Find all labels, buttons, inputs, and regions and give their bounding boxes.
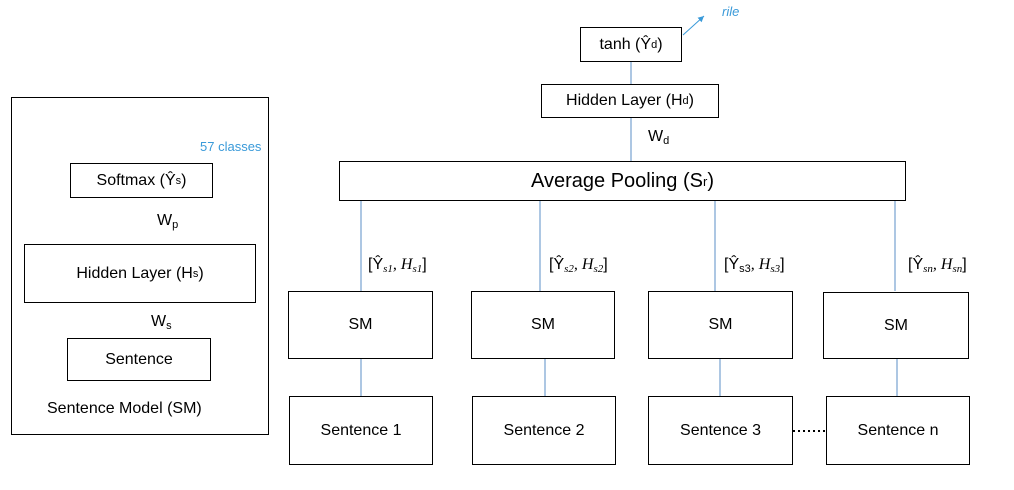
wd-weight-label: Wd	[648, 128, 670, 147]
vector-label-n: [Ŷsn, Hsn]	[908, 256, 967, 275]
sentence-box-2: Sentence 2	[472, 396, 616, 465]
sentence-model-caption: Sentence Model (SM)	[47, 400, 202, 417]
sm-box-2: SM	[471, 291, 615, 359]
softmax-label: Softmax (Ŷ	[96, 171, 176, 189]
vector-label-3: [Ŷs3, Hs3]	[724, 256, 785, 275]
sentence-box-3: Sentence 3	[648, 396, 793, 465]
wp-weight-label: Wp	[157, 212, 179, 231]
sm-box-1: SM	[288, 291, 433, 359]
rile-annotation: rile	[722, 4, 740, 19]
sentence-box-1: Sentence 1	[289, 396, 433, 465]
ws-weight-label: Ws	[151, 313, 172, 332]
softmax-sub: s	[175, 174, 182, 187]
sm-box-n: SM	[823, 292, 969, 359]
sm-sentence-box: Sentence	[67, 338, 211, 381]
vector-label-2: [Ŷs2, Hs2]	[549, 256, 608, 275]
sentence-box-n: Sentence n	[826, 396, 970, 465]
classes-annotation: 57 classes	[200, 139, 262, 154]
rile-arrow	[682, 15, 705, 36]
vector-label-1: [Ŷs1, Hs1]	[368, 256, 427, 275]
sm-box-3: SM	[648, 291, 793, 359]
